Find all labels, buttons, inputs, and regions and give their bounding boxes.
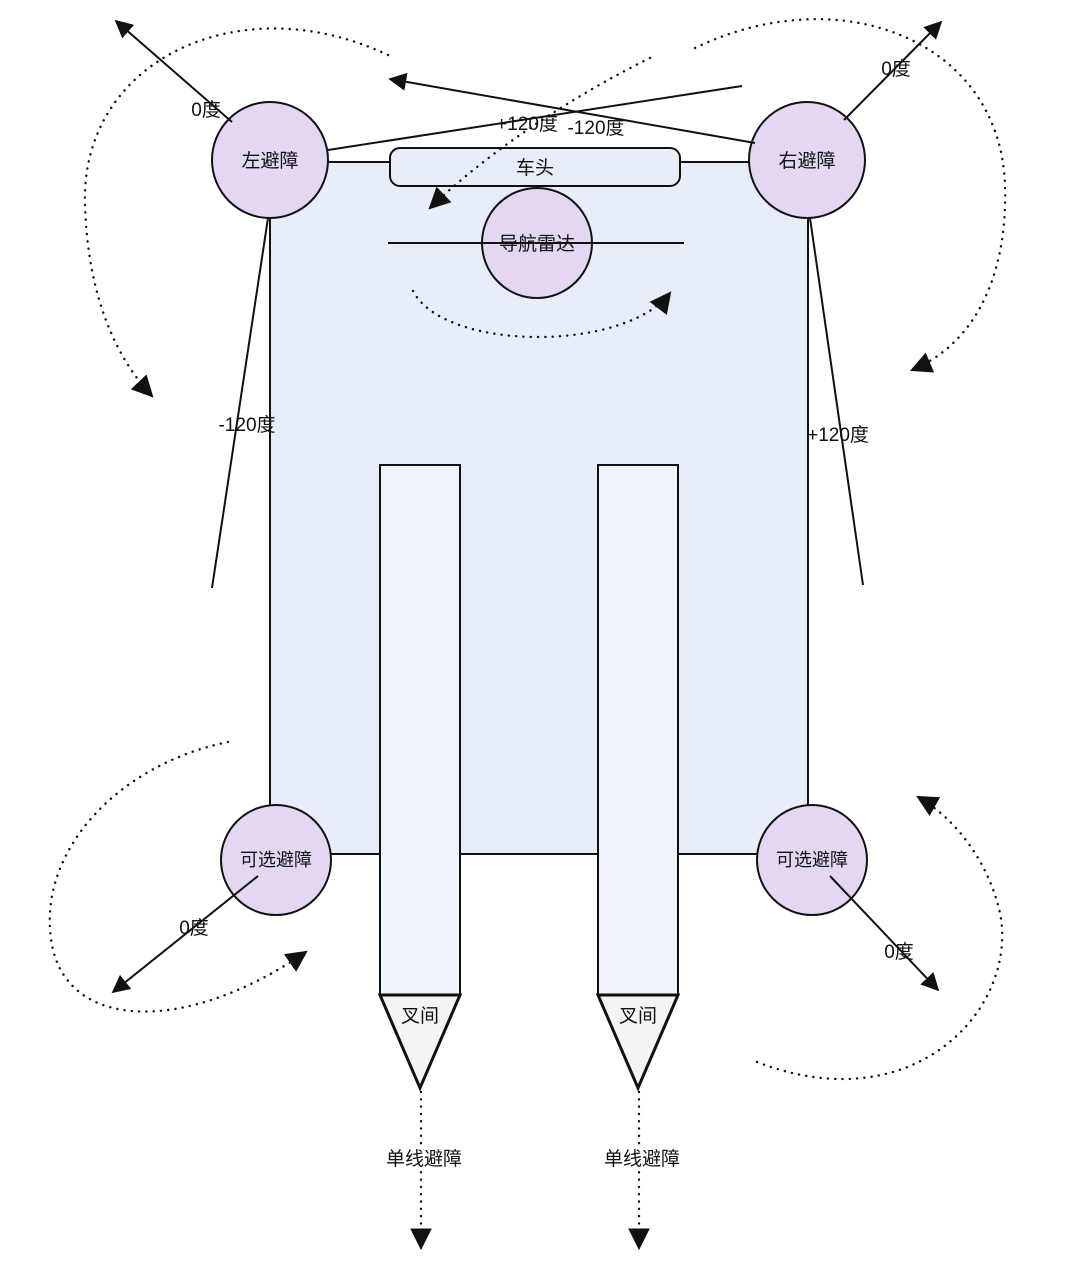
fork-tip-right [595,993,681,1092]
beam-label-right: 单线避障 [604,1148,680,1170]
fork-tip-left [377,993,463,1092]
sensor-optional-left-label: 可选避障 [240,850,312,870]
angle-label-bottom-left-zero: 0度 [179,917,209,939]
beam-label-left: 单线避障 [386,1148,462,1170]
sensor-right-circle [748,101,866,219]
cross-line-from-right [388,72,756,144]
fov-arc-head [428,56,652,210]
angle-label-minus120-side: -120度 [218,414,275,436]
cross-line-from-left [327,85,743,151]
fork-tip-right-label: 叉间 [619,1005,657,1027]
angle-label-bottom-right-zero: 0度 [884,941,914,963]
angle-label-minus120-top: -120度 [567,117,624,139]
fov-arc-top-left [83,27,390,398]
zero-deg-line-top-left [114,19,233,123]
minus120-line-left [211,217,269,589]
vehicle-head-label: 车头 [516,157,554,179]
plus120-line-right [809,217,864,586]
fork-left [379,464,461,996]
fov-arc-nav-radar [411,289,672,339]
fov-arc-bottom-right [755,795,1004,1081]
beam-label-left-bg [376,1146,472,1170]
angle-label-plus120-top: +120度 [496,113,558,135]
sensor-optional-left-circle [220,804,332,916]
angle-label-top-right-zero: 0度 [881,58,911,80]
fork-tip-left-label: 叉间 [401,1005,439,1027]
angle-label-top-left-zero: 0度 [191,99,221,121]
zero-deg-line-bottom-left [111,875,259,994]
sensor-left-circle [211,101,329,219]
fork-right [597,464,679,996]
vehicle-head [389,147,681,187]
angle-label-plus120-side: +120度 [807,424,869,446]
sensor-left-label: 左避障 [241,150,298,172]
zero-deg-line-top-right [843,20,943,121]
beam-label-right-bg [594,1146,690,1170]
sensor-optional-right-circle [756,804,868,916]
zero-deg-line-bottom-right [829,875,940,992]
nav-radar-label: 导航雷达 [499,233,575,255]
sensor-optional-right-label: 可选避障 [776,850,848,870]
sensor-right-label: 右避障 [778,150,835,172]
